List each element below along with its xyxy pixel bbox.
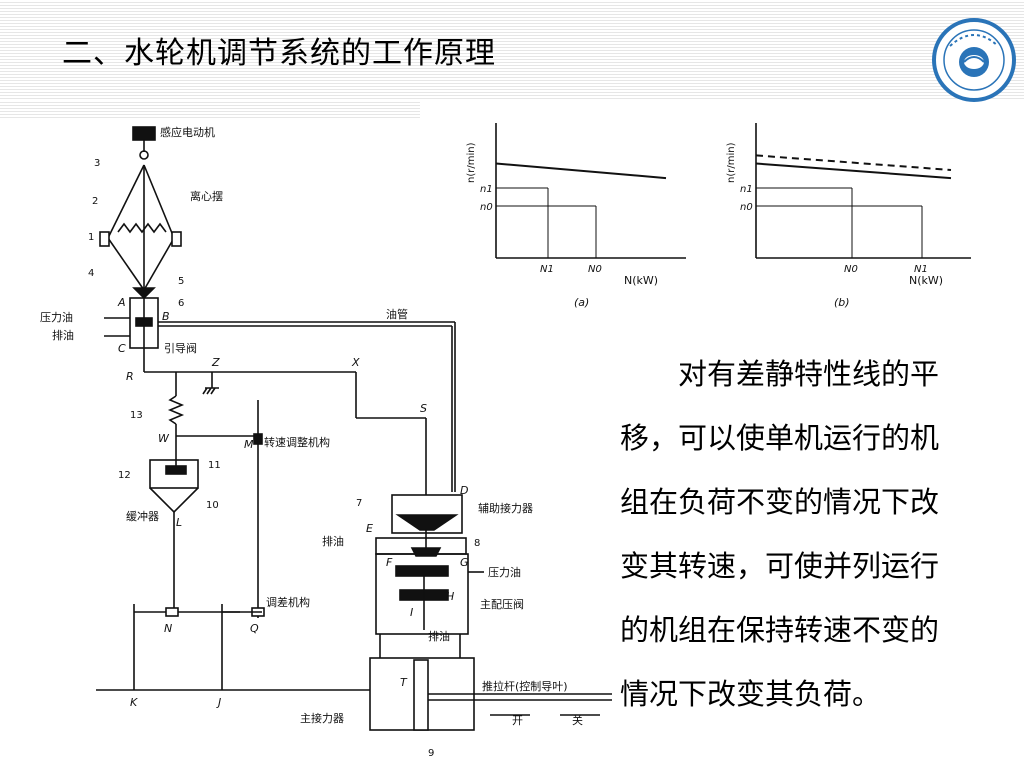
num-4: 4 [88,268,94,279]
header-stripes-ext [0,100,420,118]
xtick-label: N0 [844,264,858,275]
label-open: 开 [512,714,523,727]
body-line-4: 变其转速，可使并列运行 [620,549,940,583]
y-axis-label: n(r/min) [466,142,477,183]
label-drain-oil: 排油 [52,328,74,342]
label-diff-mech: 调差机构 [266,595,310,609]
num-10: 10 [206,500,219,511]
letter-Q: Q [250,622,259,635]
label-close: 关 [572,713,583,727]
header-stripes [0,0,1024,100]
num-7: 7 [356,498,362,509]
body-line-6: 情况下改变其负荷。 [620,677,882,711]
letter-M: M [244,438,254,451]
label-pressure-oil: 压力油 [40,310,73,324]
university-seal-icon [932,18,1016,102]
letter-Z: Z [211,356,220,369]
panel-label: (b) [834,296,850,309]
label-speed-adjust: 转速调整机构 [264,435,330,449]
label-drain-oil-3: 排油 [428,629,450,643]
label-motor: 感应电动机 [160,125,215,139]
letter-W: W [158,432,170,445]
num-1: 1 [88,232,94,243]
letter-L: L [176,516,182,529]
letter-B: B [162,310,170,323]
letter-T: T [400,676,408,689]
series-line-1 [755,162,952,180]
xtick-label: N1 [540,264,554,275]
body-line-5: 的机组在保持转速不变的 [620,613,940,647]
y-axis-label: n(r/min) [726,142,737,183]
xtick-label: N0 [588,264,602,275]
series-line-2 [755,154,952,171]
num-3: 3 [94,158,100,169]
num-11: 11 [208,460,221,471]
label-pressure-oil-2: 压力油 [488,565,521,579]
num-12: 12 [118,470,131,481]
ytick-label: n1 [740,184,753,195]
body-line-2: 移，可以使单机运行的机 [620,421,940,455]
label-oil-pipe: 油管 [386,307,408,321]
xtick-label: N1 [914,264,928,275]
slide-title: 二、水轮机调节系统的工作原理 [62,36,496,71]
num-8: 8 [474,538,480,549]
letter-I: I [410,606,413,619]
letter-G: G [460,556,469,569]
letter-R: R [126,370,134,383]
letter-A: A [117,296,126,309]
letter-S: S [420,402,427,415]
num-6: 6 [178,298,184,309]
label-pendulum: 离心摆 [190,189,223,203]
num-5: 5 [178,276,184,287]
letter-X: X [351,356,360,369]
body-line-3: 组在负荷不变的情况下改 [620,485,940,519]
label-buffer: 缓冲器 [126,509,159,523]
letter-E: E [366,522,373,535]
label-pilot-valve: 引导阀 [164,341,197,355]
num-9: 9 [428,748,434,759]
num-13: 13 [130,410,143,421]
label-push-rod: 推拉杆(控制导叶) [482,679,568,693]
body-line-1: 对有差静特性线的平 [620,357,940,391]
letter-H: H [446,590,454,603]
letter-F: F [386,556,393,569]
letter-C: C [118,342,126,355]
ytick-label: n1 [480,184,493,195]
body-text: 对有差静特性线的平 移，可以使单机运行的机 组在负荷不变的情况下改 变其转速，可… [620,342,1000,726]
label-main-valve: 主配压阀 [480,597,524,611]
num-2: 2 [92,196,98,207]
series-line-1 [495,162,667,180]
label-main-servo: 主接力器 [300,712,344,725]
ytick-label: n0 [480,202,493,213]
x-axis-label: N(kW) [624,274,658,287]
letter-D: D [460,484,468,497]
ytick-label: n0 [740,202,753,213]
label-drain-oil-2: 排油 [322,534,344,548]
letter-N: N [164,622,172,635]
x-axis-label: N(kW) [909,274,943,287]
letter-K: K [130,696,138,709]
letter-J: J [216,696,221,709]
label-aux-servo: 辅助接力器 [478,501,533,515]
panel-label: (a) [574,296,589,309]
